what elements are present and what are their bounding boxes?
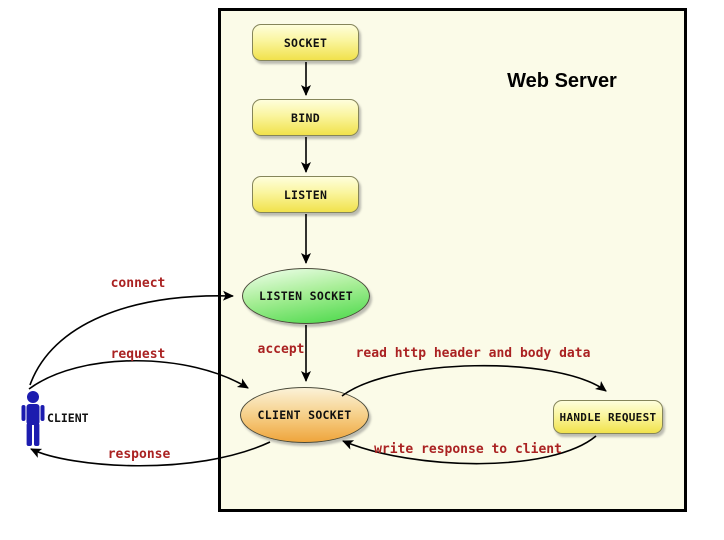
client-person-icon (21, 391, 45, 446)
node-listen-socket: LISTEN SOCKET (242, 268, 370, 324)
edge-label-read-http: read http header and body data (355, 346, 591, 361)
node-handle-request: HANDLE REQUEST (553, 400, 663, 434)
node-client-socket: CLIENT SOCKET (240, 387, 369, 443)
edge-request (28, 359, 249, 390)
node-bind: BIND (252, 99, 359, 136)
edge-label-response: response (107, 447, 171, 462)
edge-label-accept: accept (257, 342, 305, 357)
edge-label-connect: connect (110, 276, 166, 291)
edge-label-request: request (110, 347, 166, 362)
web-server-title: Web Server (507, 70, 617, 92)
node-listen: LISTEN (252, 176, 359, 213)
client-label: CLIENT (47, 411, 89, 425)
node-socket: SOCKET (252, 24, 359, 61)
edge-connect (29, 290, 234, 386)
edge-label-write-response: write response to client (374, 442, 562, 457)
